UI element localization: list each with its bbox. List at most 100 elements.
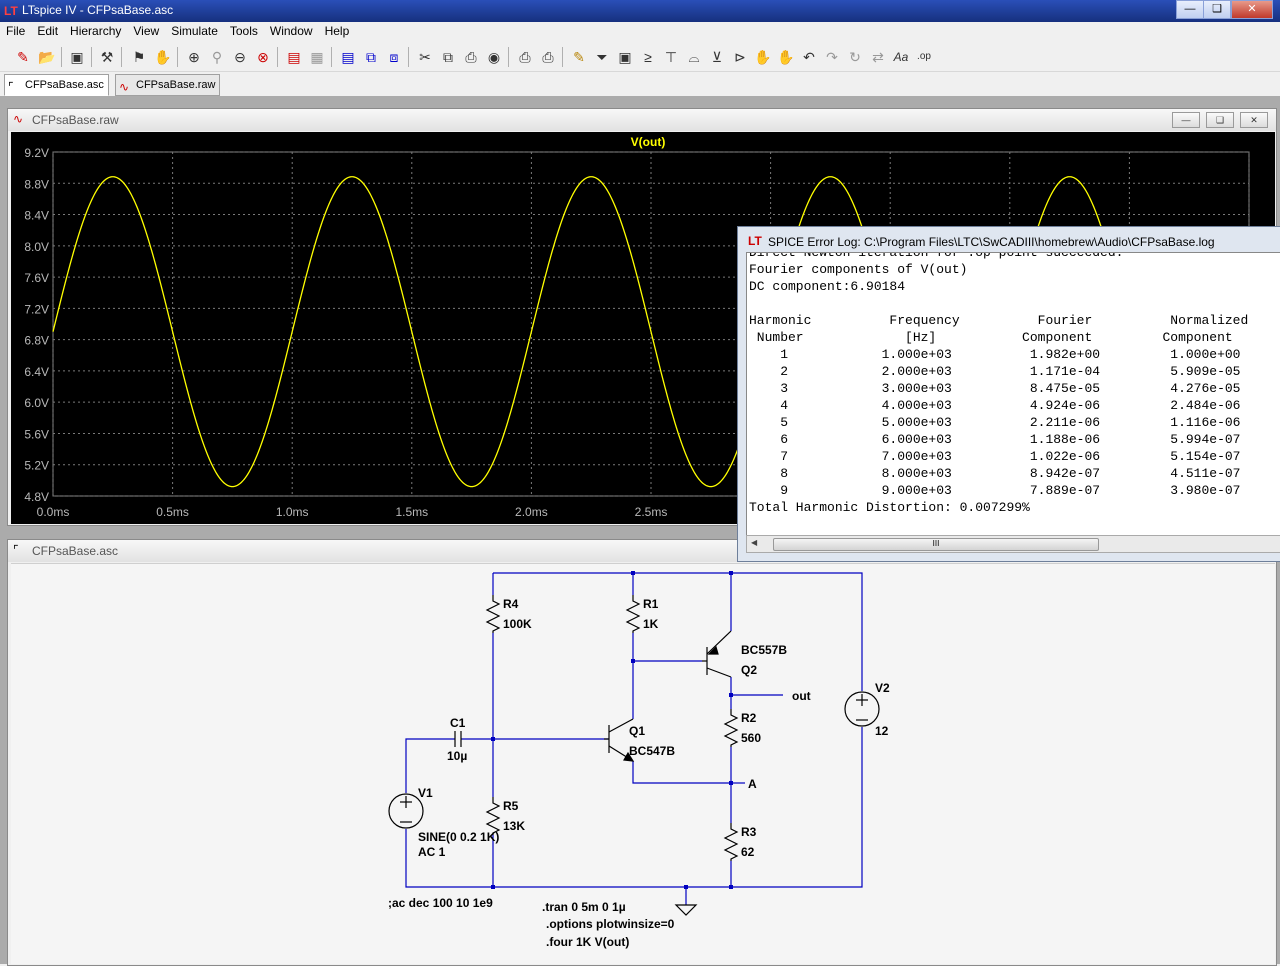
r4-name[interactable]: R4 bbox=[503, 597, 519, 611]
directive-ac[interactable]: ;ac dec 100 10 1e9 bbox=[388, 896, 493, 910]
r3-name[interactable]: R3 bbox=[741, 825, 757, 839]
schematic-canvas[interactable]: R4 100K R1 1K R5 13K R2 560 R3 62 C1 10µ… bbox=[11, 563, 1275, 964]
trace-label[interactable]: V(out) bbox=[631, 135, 666, 149]
halt-icon[interactable]: ✋ bbox=[154, 49, 172, 65]
v1-value[interactable]: SINE(0 0.2 1K) bbox=[418, 830, 499, 844]
paste-icon[interactable]: ⎙ bbox=[465, 49, 477, 65]
menu-view[interactable]: View bbox=[133, 24, 160, 38]
run-icon[interactable]: ⚑ bbox=[132, 49, 146, 65]
ltspice-logo-icon: LT bbox=[4, 4, 18, 18]
cascade-icon[interactable]: ⧈ bbox=[389, 49, 399, 65]
save-icon[interactable]: ▣ bbox=[70, 49, 84, 65]
maximize-button[interactable]: ❑ bbox=[1203, 0, 1231, 19]
mirror-icon[interactable]: ⇄ bbox=[872, 49, 884, 65]
r3-value[interactable]: 62 bbox=[741, 845, 755, 859]
cut-icon[interactable]: ✂ bbox=[419, 49, 431, 65]
menu-window[interactable]: Window bbox=[269, 24, 313, 38]
wire-junctions bbox=[491, 571, 733, 889]
close-button[interactable]: ✕ bbox=[1240, 112, 1268, 128]
r2-value[interactable]: 560 bbox=[741, 731, 761, 745]
menu-help[interactable]: Help bbox=[324, 24, 350, 38]
x-tick-label: 0.0ms bbox=[37, 505, 70, 519]
r1-name[interactable]: R1 bbox=[643, 597, 659, 611]
inductor-icon[interactable]: ⌓ bbox=[688, 49, 700, 65]
autorange-icon[interactable]: ▤ bbox=[287, 49, 301, 65]
trace-vout[interactable] bbox=[52, 176, 1250, 488]
pan-icon[interactable]: ⚲ bbox=[211, 49, 223, 65]
v1-name[interactable]: V1 bbox=[418, 786, 433, 800]
menu-hierarchy[interactable]: Hierarchy bbox=[70, 24, 122, 38]
minimize-button[interactable]: — bbox=[1176, 0, 1204, 19]
drag-icon[interactable]: ✋ bbox=[777, 49, 795, 65]
r4-value[interactable]: 100K bbox=[503, 617, 532, 631]
diode-icon[interactable]: ⊻ bbox=[711, 49, 723, 65]
close-button[interactable]: ✕ bbox=[1231, 0, 1273, 19]
scroll-left-icon[interactable]: ◀ bbox=[751, 538, 758, 547]
menu-file[interactable]: File bbox=[6, 24, 26, 38]
directive-options[interactable]: .options plotwinsize=0 bbox=[546, 917, 675, 931]
menu-tools[interactable]: Tools bbox=[229, 24, 258, 38]
q2-name[interactable]: Q2 bbox=[741, 663, 757, 677]
rotate-icon[interactable]: ↻ bbox=[849, 49, 861, 65]
tab-waveform[interactable]: ∿ CFPsaBase.raw bbox=[115, 74, 221, 96]
control-panel-icon[interactable]: ⚒ bbox=[100, 49, 114, 65]
print-icon[interactable]: ⎙ bbox=[542, 49, 554, 65]
directive-four[interactable]: .four 1K V(out) bbox=[546, 935, 629, 949]
component-icon[interactable]: ⊳ bbox=[734, 49, 746, 65]
menu-simulate[interactable]: Simulate bbox=[171, 24, 218, 38]
zoom-in-icon[interactable]: ⊕ bbox=[188, 49, 200, 65]
copy-icon[interactable]: ⧉ bbox=[443, 49, 453, 65]
c1-name[interactable]: C1 bbox=[450, 716, 466, 730]
resistor-r5 bbox=[485, 797, 501, 835]
open-icon[interactable]: 📂 bbox=[38, 49, 56, 65]
net-label-out[interactable]: out bbox=[792, 689, 811, 703]
schematic-icon: ⌜ bbox=[13, 543, 19, 557]
v2-name[interactable]: V2 bbox=[875, 681, 890, 695]
v1-ac[interactable]: AC 1 bbox=[418, 845, 446, 859]
tile-vert-icon[interactable]: ⧉ bbox=[366, 49, 376, 65]
r2-name[interactable]: R2 bbox=[741, 711, 757, 725]
horizontal-scrollbar[interactable]: ◀ III bbox=[746, 535, 1280, 553]
r5-name[interactable]: R5 bbox=[503, 799, 519, 813]
restore-button[interactable]: ❑ bbox=[1206, 112, 1234, 128]
ground-icon[interactable]: ⏷ bbox=[596, 49, 608, 65]
y-tick-label: 6.8V bbox=[24, 334, 49, 348]
capacitor-icon[interactable]: ⊤ bbox=[664, 49, 678, 65]
wire-icon[interactable]: ✎ bbox=[573, 49, 585, 65]
q2-model[interactable]: BC557B bbox=[741, 643, 787, 657]
scroll-thumb[interactable]: III bbox=[773, 538, 1099, 551]
minimize-button[interactable]: — bbox=[1172, 112, 1200, 128]
grid-icon[interactable]: ▦ bbox=[310, 49, 324, 65]
tab-schematic[interactable]: ⌜ CFPsaBase.asc bbox=[4, 74, 109, 96]
v2-value[interactable]: 12 bbox=[875, 724, 889, 738]
net-label-a[interactable]: A bbox=[748, 777, 757, 791]
tile-horiz-icon[interactable]: ▤ bbox=[341, 49, 355, 65]
redo-icon[interactable]: ↷ bbox=[826, 49, 838, 65]
resistor-r1 bbox=[625, 595, 641, 633]
resistor-icon[interactable]: ≥ bbox=[644, 49, 652, 65]
waveform-icon: ∿ bbox=[119, 80, 130, 94]
r1-value[interactable]: 1K bbox=[643, 617, 659, 631]
menu-edit[interactable]: Edit bbox=[37, 24, 59, 38]
print-setup-icon[interactable]: ⎙ bbox=[519, 49, 531, 65]
menu-bar: File Edit Hierarchy View Simulate Tools Window… bbox=[0, 22, 1280, 42]
c1-value[interactable]: 10µ bbox=[447, 749, 467, 763]
find-icon[interactable]: ◉ bbox=[487, 49, 501, 65]
undo-icon[interactable]: ↶ bbox=[803, 49, 815, 65]
text-icon[interactable]: Aa bbox=[893, 50, 909, 64]
zoom-fit-icon[interactable]: ⊗ bbox=[257, 49, 269, 65]
move-icon[interactable]: ✋ bbox=[754, 49, 772, 65]
q1-name[interactable]: Q1 bbox=[629, 724, 645, 738]
waveform-window-title: CFPsaBase.raw bbox=[32, 113, 119, 127]
r5-value[interactable]: 13K bbox=[503, 819, 525, 833]
zoom-out-icon[interactable]: ⊖ bbox=[234, 49, 246, 65]
error-log-text[interactable]: Direct Newton iteration for .op point su… bbox=[746, 252, 1280, 537]
label-icon[interactable]: ▣ bbox=[618, 49, 632, 65]
source-v1 bbox=[388, 793, 424, 829]
ltspice-logo-icon: LT bbox=[748, 234, 762, 248]
directive-tran[interactable]: .tran 0 5m 0 1µ bbox=[542, 900, 626, 914]
spice-directive-icon[interactable]: .op bbox=[917, 51, 931, 62]
q1-model[interactable]: BC547B bbox=[629, 744, 675, 758]
new-schematic-icon[interactable]: ✎ bbox=[17, 49, 29, 65]
